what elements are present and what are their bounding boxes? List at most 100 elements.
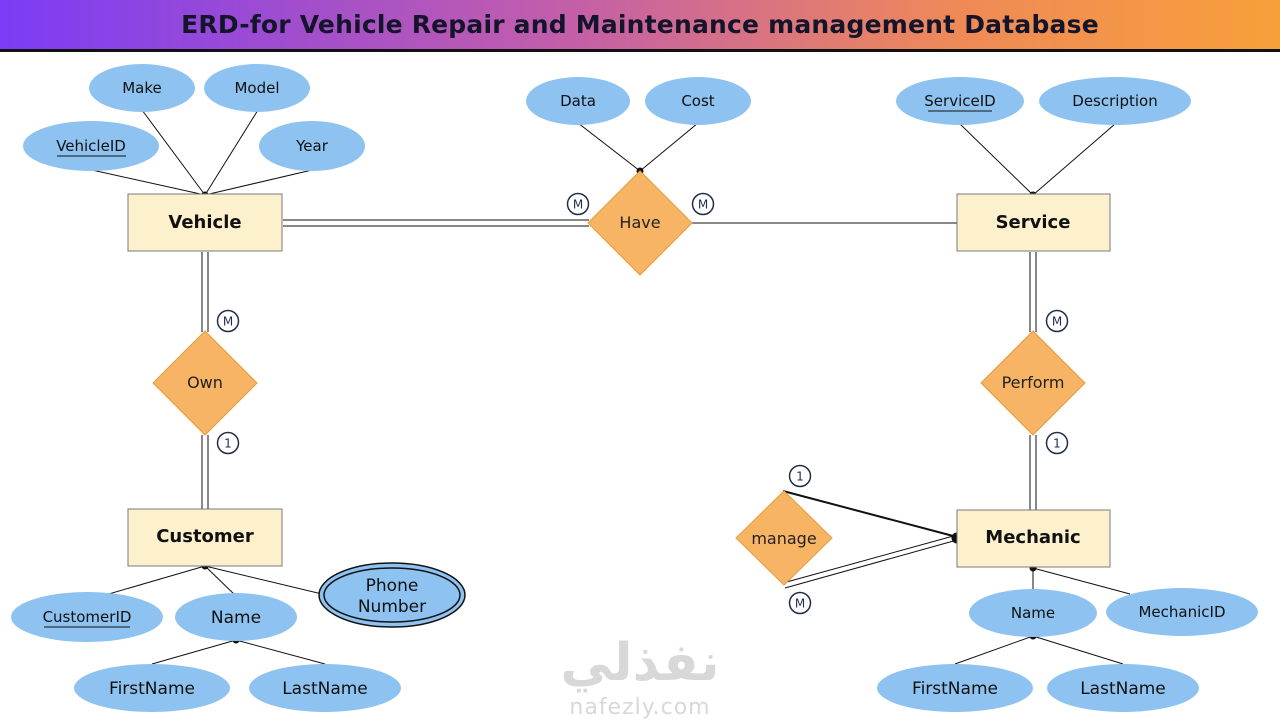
connector-mechanic-firstname bbox=[954, 635, 1034, 665]
connector-manage-bottom-a bbox=[782, 534, 958, 584]
cardinality-have-right-circle bbox=[691, 192, 715, 216]
connector-description bbox=[1032, 123, 1116, 196]
cardinality-manage-top: 1 bbox=[796, 470, 804, 484]
attribute-model bbox=[204, 64, 310, 112]
attribute-cost-label: Cost bbox=[681, 92, 714, 110]
attribute-vehicleid-label: VehicleID bbox=[56, 137, 126, 155]
attribute-customer-lastname-label: LastName bbox=[282, 679, 368, 699]
attribute-mechanic-lastname bbox=[1047, 664, 1199, 712]
attribute-mechanic-name-label: Name bbox=[1011, 604, 1055, 622]
cardinality-have-left-circle bbox=[566, 192, 590, 216]
connector-customer-name bbox=[204, 565, 237, 597]
relationship-have-diamond bbox=[587, 170, 693, 276]
entity-service-box bbox=[956, 193, 1111, 252]
title-banner: ERD-for Vehicle Repair and Maintenance m… bbox=[0, 0, 1280, 52]
attribute-customerid bbox=[11, 592, 163, 642]
entity-service-label: Service bbox=[996, 212, 1071, 233]
entity-vehicle: Vehicle bbox=[127, 193, 283, 252]
attribute-customer-name bbox=[175, 593, 297, 641]
attribute-customerid-label: CustomerID bbox=[43, 608, 132, 626]
attribute-customer-firstname-label: FirstName bbox=[109, 679, 195, 699]
connector-data bbox=[577, 122, 641, 172]
attribute-customer-lastname bbox=[249, 664, 401, 712]
connector-serviceid bbox=[959, 123, 1034, 196]
attribute-make bbox=[89, 64, 195, 112]
connector-model bbox=[204, 109, 259, 196]
attribute-phone-line1: Phone bbox=[366, 576, 419, 596]
connector-mechanicid bbox=[1032, 567, 1131, 595]
attribute-customer-name-label: Name bbox=[211, 608, 261, 628]
entity-mechanic-label: Mechanic bbox=[985, 527, 1080, 548]
cardinality-have-right: M bbox=[698, 198, 708, 212]
entity-mechanic: Mechanic bbox=[956, 509, 1111, 568]
relationship-perform-diamond bbox=[980, 330, 1086, 436]
cardinality-manage-bottom: M bbox=[795, 597, 805, 611]
attribute-make-label: Make bbox=[122, 79, 162, 97]
attribute-phone-line2: Number bbox=[358, 597, 426, 617]
connector-phone bbox=[204, 565, 323, 595]
cardinality-perform-top: M bbox=[1052, 315, 1062, 329]
connector-customerid bbox=[94, 565, 206, 599]
cardinality-own-bottom: 1 bbox=[224, 437, 232, 451]
attribute-year bbox=[259, 121, 365, 171]
connector-make bbox=[141, 109, 206, 196]
connector-manage-bottom-b bbox=[784, 539, 958, 589]
cardinality-own-bottom-circle bbox=[216, 431, 240, 455]
attribute-year-label: Year bbox=[295, 137, 329, 155]
connector-vehicleid bbox=[91, 169, 206, 196]
attributes-vehicle: Make Model VehicleID Year bbox=[23, 64, 365, 171]
attribute-customer-firstname bbox=[74, 664, 230, 712]
relationship-perform: Perform bbox=[980, 330, 1086, 436]
entity-customer-box bbox=[127, 508, 283, 567]
entity-mechanic-box bbox=[956, 509, 1111, 568]
attribute-serviceid bbox=[896, 77, 1024, 125]
attribute-mechanic-name bbox=[969, 589, 1097, 637]
relationship-own: Own bbox=[152, 330, 258, 436]
diagram-title: ERD-for Vehicle Repair and Maintenance m… bbox=[181, 10, 1099, 39]
relationship-manage-label: manage bbox=[751, 529, 816, 548]
cardinality-manage-top-circle bbox=[788, 464, 812, 488]
connector-year bbox=[204, 169, 313, 196]
cardinality-markers: M M M 1 M 1 1 M bbox=[216, 192, 1069, 615]
attribute-phone-number-outer bbox=[318, 562, 466, 628]
attributes-service: ServiceID Description bbox=[896, 77, 1191, 125]
cardinality-perform-bottom-circle bbox=[1045, 431, 1069, 455]
watermark-latin: nafezly.com bbox=[569, 695, 710, 720]
cardinality-have-left: M bbox=[573, 198, 583, 212]
connector-cost bbox=[639, 122, 699, 172]
attribute-mechanic-firstname bbox=[877, 664, 1033, 712]
cardinality-perform-bottom: 1 bbox=[1053, 437, 1061, 451]
connector-customer-lastname bbox=[235, 639, 326, 665]
entity-customer: Customer bbox=[127, 508, 283, 567]
attributes-have: Data Cost bbox=[526, 77, 751, 125]
connector-customer-firstname bbox=[151, 639, 237, 665]
attributes-mechanic: Name MechanicID FirstName LastName bbox=[877, 588, 1258, 712]
attribute-model-label: Model bbox=[234, 79, 279, 97]
connectors bbox=[91, 109, 1131, 665]
connector-manage-top bbox=[782, 490, 958, 538]
attribute-serviceid-label: ServiceID bbox=[924, 92, 995, 110]
attributes-customer: CustomerID Name Phone Number FirstName L… bbox=[11, 562, 466, 712]
cardinality-own-top-circle bbox=[216, 309, 240, 333]
attribute-mechanic-firstname-label: FirstName bbox=[912, 679, 998, 699]
watermark-arabic: نفذلي bbox=[560, 633, 719, 693]
cardinality-own-top: M bbox=[223, 315, 233, 329]
entity-vehicle-label: Vehicle bbox=[168, 212, 241, 233]
relationship-own-label: Own bbox=[187, 373, 223, 392]
relationship-have-label: Have bbox=[619, 213, 660, 232]
attribute-data bbox=[526, 77, 630, 125]
attribute-vehicleid bbox=[23, 121, 159, 171]
cardinality-manage-bottom-circle bbox=[788, 591, 812, 615]
cardinality-perform-top-circle bbox=[1045, 309, 1069, 333]
attribute-description-label: Description bbox=[1072, 92, 1157, 110]
connector-mechanic-lastname bbox=[1032, 635, 1124, 665]
attribute-cost bbox=[645, 77, 751, 125]
watermark: نفذلي nafezly.com bbox=[560, 633, 719, 720]
relationship-perform-label: Perform bbox=[1002, 373, 1065, 392]
attribute-phone-number-inner bbox=[323, 567, 461, 623]
attribute-mechanicid bbox=[1106, 588, 1258, 636]
relationship-own-diamond bbox=[152, 330, 258, 436]
attribute-description bbox=[1039, 77, 1191, 125]
entity-service: Service bbox=[956, 193, 1111, 252]
